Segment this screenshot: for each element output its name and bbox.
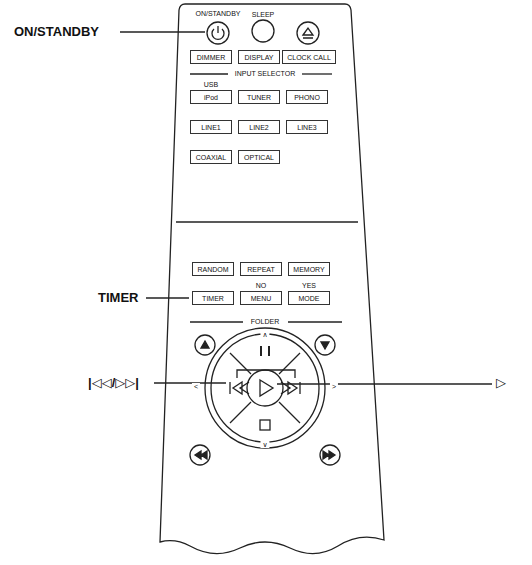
skip-back-icon — [230, 382, 249, 394]
button-label: OPTICAL — [242, 154, 276, 161]
stop-icon — [260, 420, 270, 430]
callout-label: ▷ — [496, 376, 506, 389]
fast-forward-button — [320, 445, 340, 465]
group-rule — [190, 321, 243, 322]
pause-icon — [261, 346, 269, 356]
button-label: MODE — [297, 295, 322, 302]
remote-button: LINE3 — [286, 120, 328, 134]
remote-button: RANDOM — [192, 262, 234, 276]
button-label: RANDOM — [195, 266, 230, 273]
dpad-divider — [279, 353, 300, 374]
down-icon — [321, 342, 329, 349]
power-icon — [217, 26, 218, 33]
callout-label: TIMER — [98, 291, 138, 304]
remote-button: TUNER — [238, 90, 280, 104]
dpad-divider — [230, 402, 251, 423]
remote-button: TIMER — [192, 291, 234, 305]
button-label: LINE1 — [199, 124, 222, 131]
rewind-icon — [195, 451, 207, 459]
remote-button: MEMORY — [288, 262, 330, 276]
button-heading: USB — [204, 81, 218, 88]
divider — [176, 221, 358, 222]
leader-line — [120, 31, 205, 32]
direction-mark: < — [192, 383, 200, 390]
play-button — [247, 370, 283, 406]
remote-button: DISPLAY — [238, 50, 280, 64]
button-label: DISPLAY — [242, 54, 275, 61]
remote-button: LINE1 — [190, 120, 232, 134]
eject-button — [297, 22, 319, 44]
dpad-ring — [211, 334, 319, 442]
group-rule — [302, 73, 332, 74]
leader-line — [277, 383, 492, 384]
remote-button: LINE2 — [238, 120, 280, 134]
button-caption: SLEEP — [250, 11, 277, 18]
direction-mark: ∨ — [260, 441, 269, 448]
group-rule — [288, 321, 342, 322]
button-label: COAXIAL — [194, 154, 228, 161]
power-button — [207, 22, 229, 44]
leader-line — [237, 370, 295, 378]
remote-button: PHONO — [286, 90, 328, 104]
remote-button: COAXIAL — [190, 150, 232, 164]
group-heading: FOLDER — [249, 318, 281, 325]
remote-button: DIMMER — [190, 50, 232, 64]
button-heading: NO — [256, 282, 267, 289]
sleep-button — [252, 20, 274, 42]
callout-label: ON/STANDBY — [14, 25, 99, 38]
group-rule — [190, 73, 228, 74]
button-label: TIMER — [200, 295, 226, 302]
callout-label: |◁◁/▷▷| — [88, 376, 139, 389]
remote-button: NOMENU — [240, 291, 282, 305]
rewind-button — [190, 445, 210, 465]
eject-icon — [303, 28, 313, 38]
remote-button: OPTICAL — [238, 150, 280, 164]
remote-button: REPEAT — [240, 262, 282, 276]
up-icon — [201, 341, 209, 348]
button-label: MENU — [249, 295, 274, 302]
fast-forward-icon — [323, 451, 335, 459]
remote-button: YESMODE — [288, 291, 330, 305]
button-label: REPEAT — [245, 266, 277, 273]
button-heading: YES — [302, 282, 316, 289]
dpad-divider — [230, 353, 251, 374]
remote-button: USBiPod — [190, 90, 232, 104]
group-heading: INPUT SELECTOR — [233, 70, 297, 77]
button-caption: ON/STANDBY — [194, 10, 243, 17]
dpad-ring — [205, 328, 325, 448]
button-label: PHONO — [292, 94, 322, 101]
dpad-divider — [279, 402, 300, 423]
folder-down-button — [315, 335, 335, 355]
button-label: LINE2 — [247, 124, 270, 131]
button-label: iPod — [202, 94, 220, 101]
button-label: MEMORY — [291, 266, 326, 273]
button-label: LINE3 — [295, 124, 318, 131]
button-label: TUNER — [245, 94, 273, 101]
remote-button: CLOCK CALL — [282, 50, 336, 64]
button-label: CLOCK CALL — [285, 54, 333, 61]
folder-up-button — [195, 335, 215, 355]
remote-body — [160, 4, 384, 554]
button-label: DIMMER — [195, 54, 227, 61]
direction-mark: ∧ — [260, 331, 269, 338]
direction-mark: > — [330, 383, 338, 390]
leader-line — [146, 297, 189, 298]
play-icon — [260, 380, 273, 396]
leader-line — [154, 382, 226, 383]
